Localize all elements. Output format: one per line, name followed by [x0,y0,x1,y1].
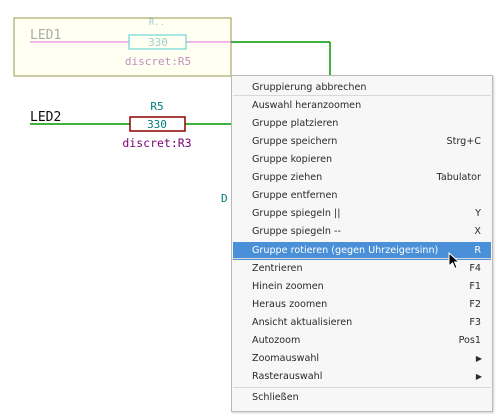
menu-item-ansicht-aktualisieren[interactable]: Ansicht aktualisieren F3 [233,314,491,332]
menu-item-label: Auswahl heranzoomen [252,100,362,111]
menu-item-label: Hinein zoomen [252,281,324,292]
menu-item-label: Gruppe rotieren (gegen Uhrzeigersinn) [252,245,439,256]
selected-resistor-value: 330 [148,36,168,49]
menu-item-shortcut: Strg+C [446,136,481,147]
menu-item-heraus-zoomen[interactable]: Heraus zoomen F2 [233,296,491,314]
menu-item-label: Gruppe ziehen [252,172,323,183]
menu-item-label: Gruppe entfernen [252,190,338,201]
menu-item-label: Gruppierung abbrechen [252,82,367,93]
menu-separator [233,95,491,96]
menu-item-gruppe-kopieren[interactable]: Gruppe kopieren [233,151,491,169]
resistor-r5-body[interactable] [129,116,186,132]
menu-item-gruppe-spiegeln-horizontal[interactable]: Gruppe spiegeln -- X [233,223,491,241]
menu-item-gruppe-rotieren[interactable]: Gruppe rotieren (gegen Uhrzeigersinn) R [233,242,491,260]
selected-ref-label: LED1 [30,28,61,43]
resistor-r5-value: 330 [147,118,167,131]
selected-resistor-body[interactable] [128,34,187,50]
menu-item-label: Rasterauswahl [252,371,323,382]
led2-label: LED2 [30,110,61,125]
menu-item-shortcut: X [474,226,481,237]
menu-item-zoomauswahl[interactable]: Zoomauswahl ▶ [233,350,491,368]
menu-item-label: Autozoom [252,335,301,346]
menu-item-label: Gruppe spiegeln || [252,208,341,219]
menu-item-gruppe-platzieren[interactable]: Gruppe platzieren [233,115,491,133]
resistor-r5-part: discret:R3 [122,136,191,150]
menu-item-schliessen[interactable]: Schließen [233,389,491,407]
submenu-arrow-icon: ▶ [475,354,482,363]
menu-item-shortcut: Y [475,208,481,219]
menu-item-auswahl-heranzoomen[interactable]: Auswahl heranzoomen [233,97,491,115]
menu-separator [233,387,491,388]
menu-item-gruppe-speichern[interactable]: Gruppe speichern Strg+C [233,133,491,151]
menu-item-label: Heraus zoomen [252,299,328,310]
selected-part-label: discret:R5 [125,55,191,68]
menu-item-label: Gruppe spiegeln -- [252,226,341,237]
partial-label: D [221,192,228,205]
menu-item-gruppierung-abbrechen[interactable]: Gruppierung abbrechen [233,79,491,97]
mouse-pointer-icon [448,252,461,270]
menu-item-gruppe-entfernen[interactable]: Gruppe entfernen [233,187,491,205]
menu-item-autozoom[interactable]: Autozoom Pos1 [233,332,491,350]
selected-resistor-top-label: R.. [149,18,165,28]
menu-item-label: Zoomauswahl [252,353,320,364]
menu-item-label: Zentrieren [252,263,303,274]
resistor-r5-ref: R5 [150,100,163,113]
menu-item-shortcut: Tabulator [436,172,481,183]
menu-item-shortcut: F4 [469,263,481,274]
menu-separator [233,258,491,259]
selection-box [13,17,232,77]
menu-item-label: Gruppe speichern [252,136,338,147]
menu-item-rasterauswahl[interactable]: Rasterauswahl ▶ [233,368,491,386]
menu-item-label: Gruppe kopieren [252,154,333,165]
menu-item-gruppe-ziehen[interactable]: Gruppe ziehen Tabulator [233,169,491,187]
menu-item-zentrieren[interactable]: Zentrieren F4 [233,260,491,278]
menu-item-shortcut: F2 [469,299,481,310]
menu-item-shortcut: Pos1 [458,335,481,346]
menu-item-shortcut: F1 [469,281,481,292]
submenu-arrow-icon: ▶ [475,372,482,381]
menu-item-shortcut: R [474,245,481,256]
menu-item-hinein-zoomen[interactable]: Hinein zoomen F1 [233,278,491,296]
menu-item-label: Gruppe platzieren [252,118,339,129]
menu-item-shortcut: F3 [469,317,481,328]
menu-item-label: Schließen [252,392,299,403]
menu-item-label: Ansicht aktualisieren [252,317,353,328]
menu-item-gruppe-spiegeln-vertikal[interactable]: Gruppe spiegeln || Y [233,205,491,223]
